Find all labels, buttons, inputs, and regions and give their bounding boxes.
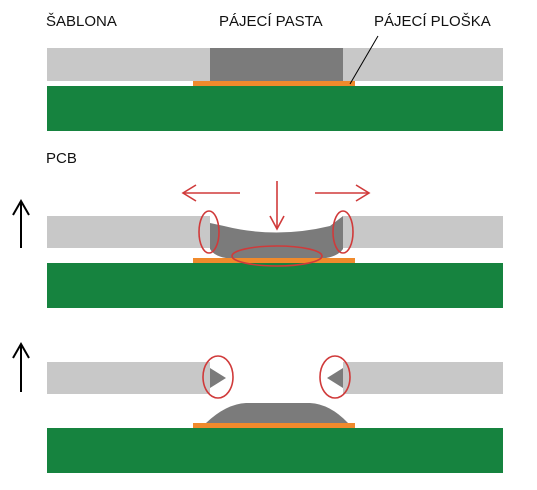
stencil-label: ŠABLONA	[46, 13, 117, 30]
force-arrow-left	[181, 184, 240, 202]
stage-3-paste-released	[12, 341, 503, 473]
pcb-board-2	[47, 263, 503, 308]
solder-paste-1	[210, 48, 343, 81]
pcb-board-3	[47, 428, 503, 473]
stencil-left-1	[47, 48, 210, 81]
lift-arrow-2	[12, 198, 30, 248]
force-arrow-down	[269, 181, 285, 231]
residue-highlight-left	[202, 355, 234, 399]
solder-pad-3	[193, 423, 355, 428]
solder-pad-2	[193, 258, 355, 263]
pad-callout-line	[349, 35, 379, 85]
force-arrow-right	[315, 184, 371, 202]
pad-contact-highlight	[231, 245, 323, 267]
solder-paste-deposit	[206, 403, 348, 423]
stage-2-stencil-lifting	[12, 181, 503, 308]
adhesion-highlight-right	[332, 210, 354, 254]
stage-1-stencil-filled	[47, 35, 503, 131]
stencil-left-3	[47, 362, 210, 394]
stencil-right-2	[343, 216, 503, 248]
residue-highlight-right	[319, 355, 351, 399]
pcb-label: PCB	[46, 150, 77, 167]
paste-residue-right	[327, 368, 343, 388]
stencil-right-1	[343, 48, 503, 81]
paste-residue-left	[210, 368, 226, 388]
solder-pad-label: PÁJECÍ PLOŠKA	[374, 13, 491, 30]
solder-paste-label: PÁJECÍ PASTA	[219, 13, 323, 30]
solder-paste-2	[210, 216, 343, 258]
stencil-right-3	[343, 362, 503, 394]
pcb-board-1	[47, 86, 503, 131]
stencil-left-2	[47, 216, 210, 248]
solder-pad-1	[193, 81, 355, 86]
lift-arrow-3	[12, 341, 30, 392]
adhesion-highlight-left	[198, 210, 220, 254]
